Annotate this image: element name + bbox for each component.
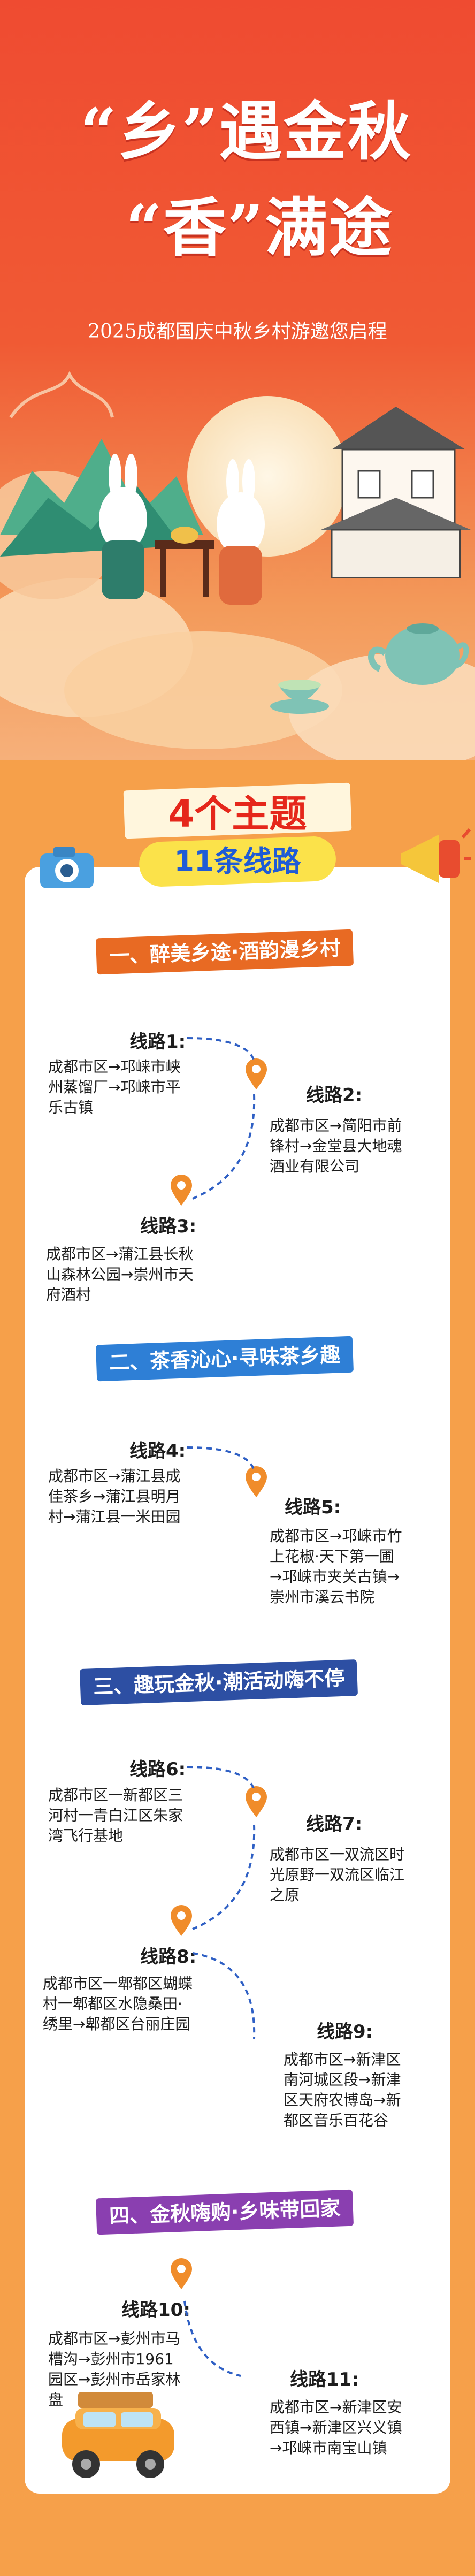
teacup-icon (270, 680, 329, 714)
hero-subtitle: 2025成都国庆中秋乡村游邀您启程 (88, 321, 387, 342)
location-pin-icon (246, 1058, 267, 1089)
route-9-text: 成都市区→新津区 南河城区段→新津 区天府农博岛→新 都区音乐百花谷 (284, 2051, 401, 2129)
route-4-label: 线路4: (123, 1439, 193, 1463)
location-pin-icon (171, 2258, 192, 2289)
route-path-line (183, 2300, 241, 2377)
route-path-line (187, 1766, 255, 1790)
route-8-label: 线路8: (134, 1945, 203, 1969)
route-2-label: 线路2: (300, 1084, 369, 1107)
route-path-line (192, 1952, 256, 2039)
megaphone-icon (401, 828, 471, 883)
hero-title-line1: “乡”遇金秋 (80, 94, 412, 169)
route-5-text: 成都市区→邛崃市竹 上花椒·天下第一圃 →邛崃市夹关古镇→ 崇州市溪云书院 (270, 1527, 402, 1606)
route-1-label: 线路1: (123, 1030, 193, 1054)
route-path-line (192, 1824, 256, 1930)
route-3-text: 成都市区→蒲江县长秋 山森林公园→崇州市天 府酒村 (46, 1245, 194, 1304)
route-path-line (187, 1446, 255, 1470)
camera-icon (40, 847, 94, 888)
hero-title-line2: “香”满途 (126, 190, 393, 265)
route-7-label: 线路7: (300, 1812, 369, 1836)
headline-title: 4个主题 (168, 792, 307, 836)
subheadline-text: 11条线路 (174, 844, 301, 878)
route-path-line (187, 1037, 255, 1061)
hero-banner: “乡”遇金秋 “香”满途 2025成都国庆中秋乡村游邀您启程 (0, 0, 475, 760)
route-6-text: 成都市区一新都区三 河村一青白江区朱家 湾飞行基地 (48, 1786, 183, 1845)
route-10-label: 线路10: (115, 2298, 197, 2322)
route-4-text: 成都市区→蒲江县成 佳茶乡→蒲江县明月 村→蒲江县一米田园 (48, 1467, 181, 1526)
route-2-text: 成都市区→简阳市前 锋村→金堂县大地魂 酒业有限公司 (270, 1117, 402, 1175)
route-8-text: 成都市区一郫都区蝴蝶 村一郫都区水隐桑田· 绣里→郫都区台丽庄园 (43, 1975, 193, 2033)
teapot-illustration (368, 623, 469, 685)
location-pin-icon (246, 1786, 267, 1817)
car-illustration (62, 2392, 174, 2478)
location-pin-icon (171, 1175, 192, 1206)
route-3-label: 线路3: (134, 1215, 203, 1238)
route-6-label: 线路6: (123, 1758, 193, 1781)
route-11-text: 成都市区→新津区安 西镇→新津区兴义镇 →邛崃市南宝山镇 (270, 2398, 402, 2457)
route-5-label: 线路5: (278, 1496, 348, 1519)
route-11-label: 线路11: (284, 2368, 365, 2391)
route-10-text: 成都市区→彭州市马 槽沟→彭州市1961 园区→彭州市岳家林 盘 (48, 2330, 181, 2409)
route-9-label: 线路9: (310, 2020, 380, 2044)
route-7-text: 成都市区一双流区时 光原野一双流区临江 之原 (270, 1846, 405, 1904)
house-illustration (321, 407, 471, 578)
location-pin-icon (171, 1905, 192, 1936)
rabbit-illustration (99, 454, 265, 605)
location-pin-icon (246, 1466, 267, 1497)
route-path-line (192, 1094, 256, 1200)
route-1-text: 成都市区→邛崃市峡 州蒸馏厂→邛崃市平 乐古镇 (48, 1058, 181, 1116)
